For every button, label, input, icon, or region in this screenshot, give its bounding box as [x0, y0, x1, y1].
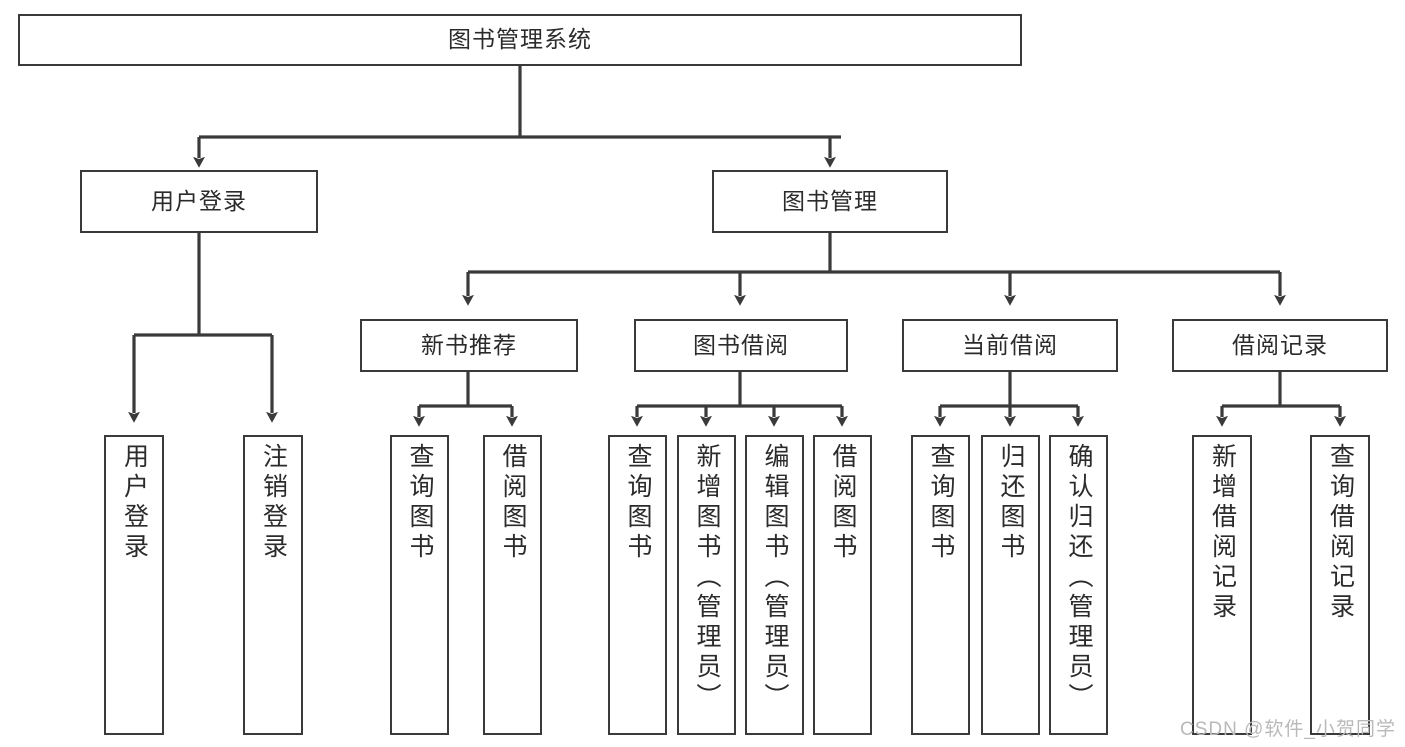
node-book-management[interactable]: 图书管理 — [712, 170, 948, 233]
node-label: 用户登录 — [120, 443, 149, 563]
node-leaf-edit-book-admin[interactable]: 编辑图书（管理员） — [745, 435, 804, 735]
node-new-book-recommend[interactable]: 新书推荐 — [360, 319, 578, 372]
node-label: 新书推荐 — [421, 331, 517, 358]
node-leaf-search-book-borrow[interactable]: 查询图书 — [608, 435, 667, 735]
node-label: 借阅图书 — [829, 443, 857, 563]
node-label: 新增借阅记录 — [1208, 443, 1237, 623]
node-label: 当前借阅 — [962, 331, 1058, 358]
node-leaf-add-borrow-record[interactable]: 新增借阅记录 — [1192, 435, 1252, 735]
node-root-book-management-system[interactable]: 图书管理系统 — [18, 14, 1022, 66]
node-leaf-search-book-recommend[interactable]: 查询图书 — [390, 435, 449, 735]
node-label: 查询图书 — [406, 443, 434, 563]
node-label: 查询图书 — [624, 443, 652, 563]
node-leaf-search-book-current[interactable]: 查询图书 — [911, 435, 970, 735]
node-label: 图书管理 — [782, 187, 878, 214]
node-leaf-search-borrow-record[interactable]: 查询借阅记录 — [1310, 435, 1370, 735]
node-label: 查询图书 — [927, 443, 955, 563]
node-leaf-borrow-book[interactable]: 借阅图书 — [813, 435, 872, 735]
node-leaf-add-book-admin[interactable]: 新增图书（管理员） — [677, 435, 736, 735]
node-leaf-return-book[interactable]: 归还图书 — [981, 435, 1040, 735]
node-label: 注销登录 — [259, 443, 288, 563]
node-leaf-borrow-book-recommend[interactable]: 借阅图书 — [483, 435, 542, 735]
node-label: 归还图书 — [997, 443, 1025, 563]
node-leaf-user-login[interactable]: 用户登录 — [104, 435, 164, 735]
node-label: 确认归还（管理员） — [1065, 443, 1093, 713]
node-label: 图书借阅 — [693, 331, 789, 358]
node-label: 新增图书（管理员） — [693, 443, 721, 713]
node-label: 借阅记录 — [1232, 331, 1328, 358]
node-label: 图书管理系统 — [448, 26, 592, 53]
node-label: 查询借阅记录 — [1326, 443, 1355, 623]
watermark: CSDN @软件_小贺同学 — [1180, 719, 1396, 740]
node-label: 用户登录 — [151, 187, 247, 214]
node-user-login[interactable]: 用户登录 — [80, 170, 318, 233]
node-borrow-record[interactable]: 借阅记录 — [1172, 319, 1388, 372]
node-label: 编辑图书（管理员） — [761, 443, 789, 713]
node-leaf-logout[interactable]: 注销登录 — [243, 435, 303, 735]
node-book-borrow[interactable]: 图书借阅 — [634, 319, 848, 372]
node-leaf-confirm-return-admin[interactable]: 确认归还（管理员） — [1049, 435, 1108, 735]
node-label: 借阅图书 — [499, 443, 527, 563]
node-current-borrow[interactable]: 当前借阅 — [902, 319, 1118, 372]
